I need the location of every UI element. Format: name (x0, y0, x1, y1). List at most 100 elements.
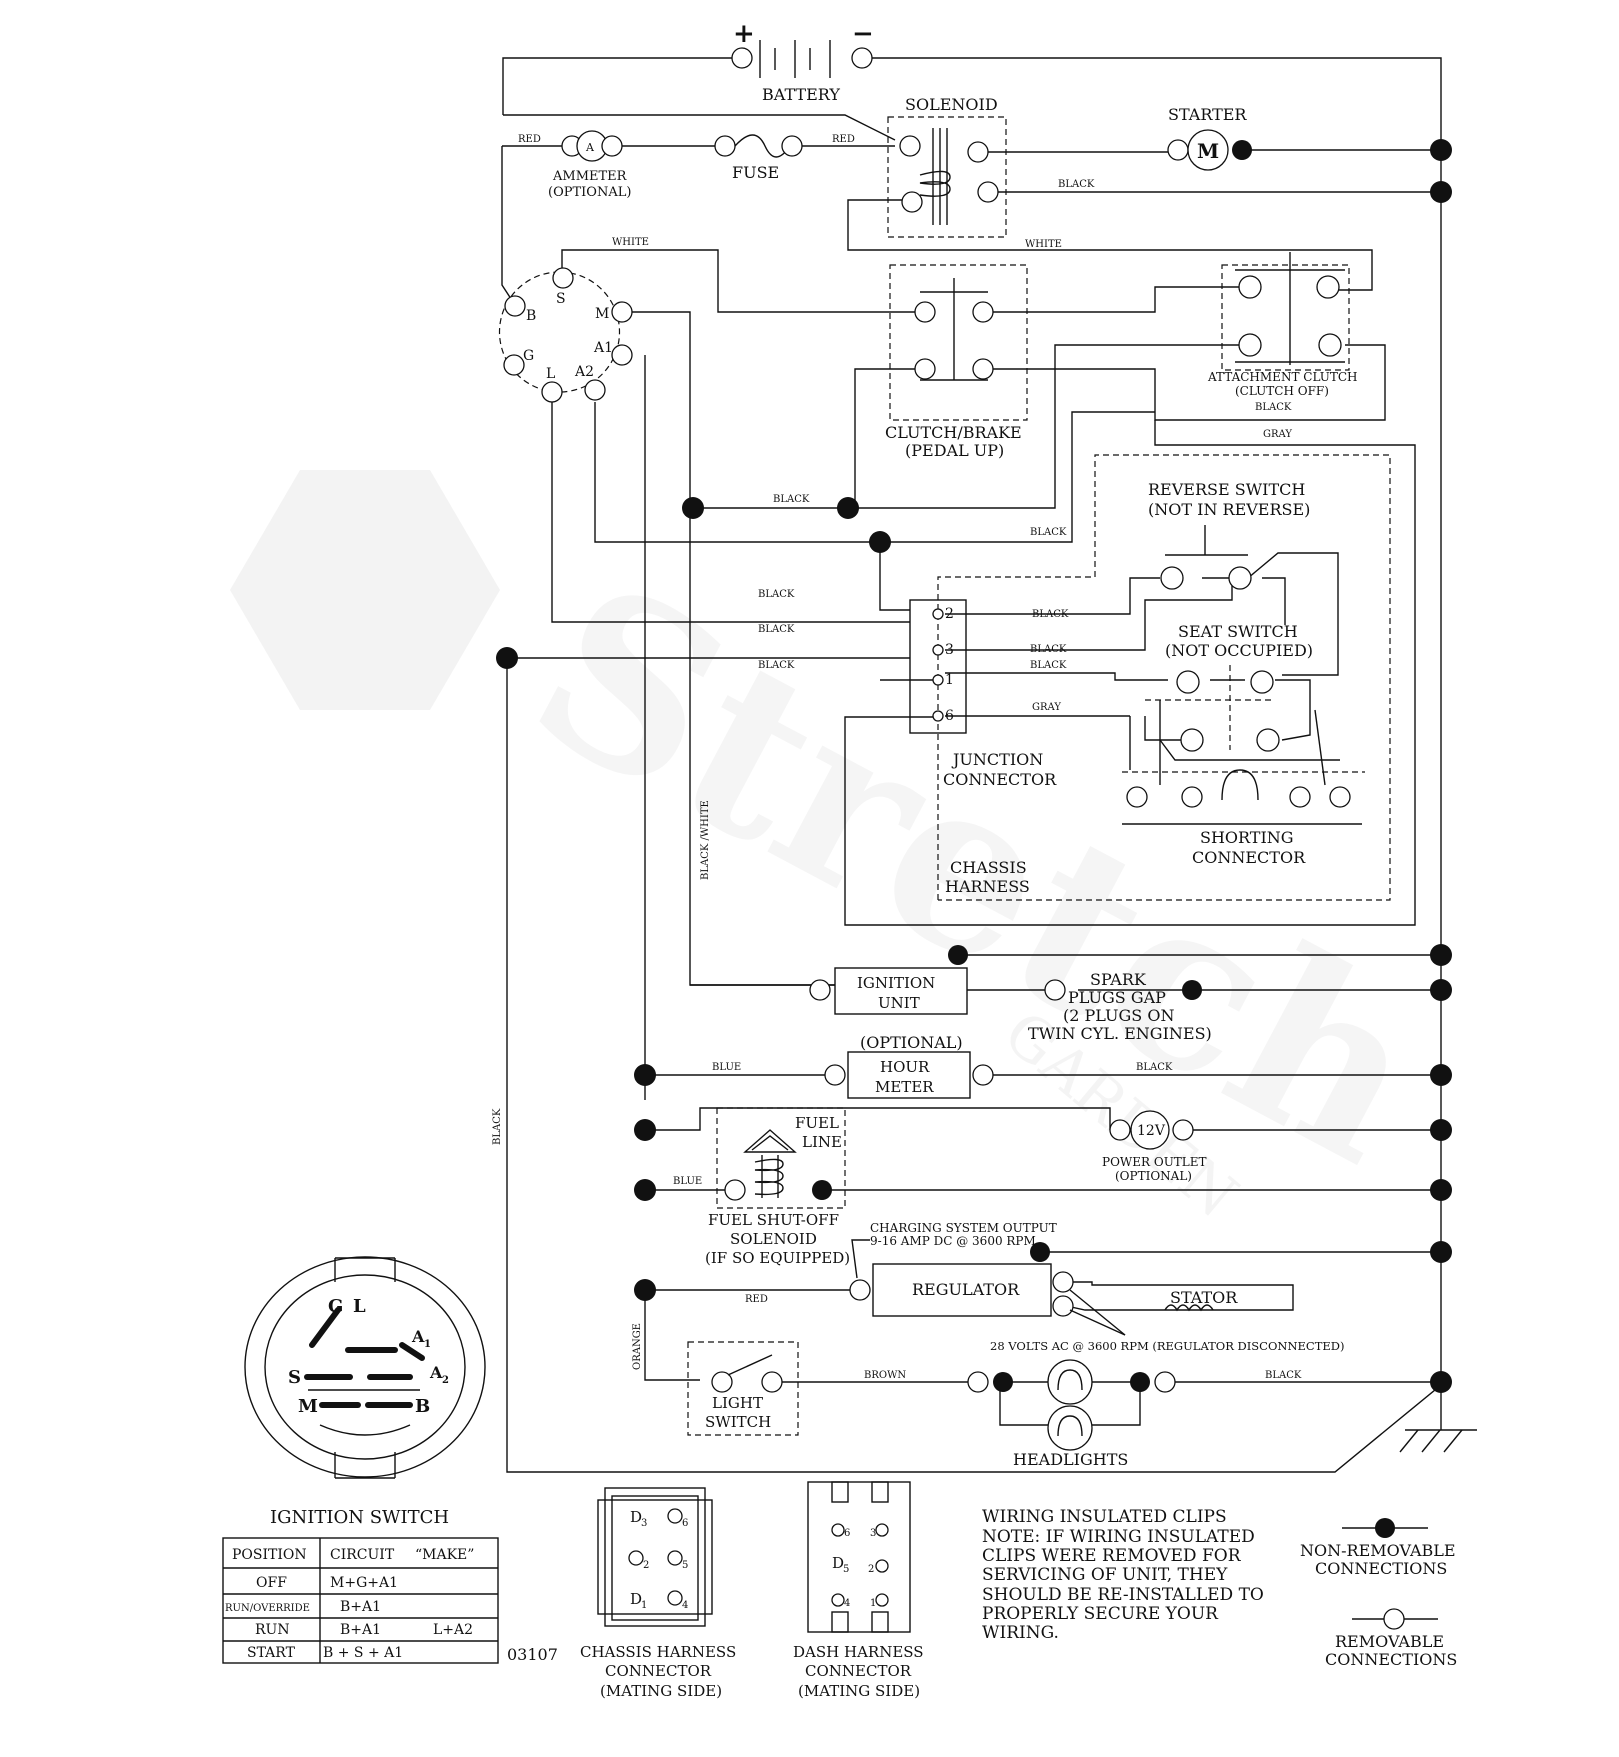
legend-removable-label: REMOVABLE (1335, 1632, 1444, 1651)
ammeter-optional-label: (OPTIONAL) (548, 185, 631, 200)
spark-plugs-engine-label: TWIN CYL. ENGINES) (1028, 1024, 1212, 1043)
starter-label: STARTER (1168, 105, 1247, 124)
wire-black-label: BLACK (1265, 1370, 1302, 1381)
table-row-circuit: B+A1 (340, 1622, 381, 1638)
chassis-pin-d1: D (630, 1590, 642, 1608)
junction-pin-1: 1 (945, 672, 954, 688)
ammeter-label: AMMETER (552, 169, 628, 184)
wires (501, 57, 1477, 1473)
note-line: NOTE: IF WIRING INSULATED (982, 1527, 1255, 1547)
table-header-make: “MAKE” (415, 1547, 474, 1563)
terminal-s-label: S (556, 291, 566, 307)
ignition-switch-face: G L A 1 S A 2 M B IGNITION SWITCH (244, 1256, 486, 1528)
solenoid-label: SOLENOID (905, 95, 998, 114)
power-outlet-label: POWER OUTLET (1102, 1155, 1207, 1169)
spark-plugs-label: SPARK (1090, 970, 1147, 989)
switch-face-s: S (288, 1367, 301, 1388)
junction-pin-3: 3 (945, 642, 954, 658)
dash-connector-side-label: (MATING SIDE) (798, 1682, 920, 1700)
switch-face-a1: A (411, 1327, 425, 1346)
hour-meter-label: HOUR (880, 1058, 930, 1076)
shorting-connector-label: SHORTING (1200, 828, 1294, 847)
wire-black-label: BLACK (758, 624, 795, 635)
wire-black-label: BLACK (1030, 527, 1067, 538)
clutch-brake-sub-label: (PEDAL UP) (905, 441, 1004, 460)
fuse: FUSE (714, 134, 803, 182)
wire-color-labels: RED RED BLACK WHITE WHITE BLACK GRAY BLA… (492, 134, 1302, 1381)
reverse-switch-label: REVERSE SWITCH (1148, 480, 1305, 499)
hour-meter: (OPTIONAL) HOUR METER (824, 1033, 994, 1099)
chassis-connector-label: CHASSIS HARNESS (580, 1643, 736, 1661)
table-header-circuit: CIRCUIT (330, 1547, 395, 1563)
shorting-connector-sub-label: CONNECTOR (1192, 848, 1306, 867)
stator-label: STATOR (1170, 1288, 1238, 1307)
attachment-clutch-sub-label: (CLUTCH OFF) (1235, 384, 1329, 398)
ammeter-icon: A (585, 141, 595, 154)
wire-orange-label: ORANGE (632, 1323, 643, 1370)
wire-black-label: BLACK (492, 1108, 503, 1145)
light-switch-label: LIGHT (712, 1394, 763, 1412)
fuse-label: FUSE (732, 163, 779, 182)
terminal-b-label: B (526, 308, 536, 324)
wire-blue-label: BLUE (673, 1176, 702, 1187)
battery: + − BATTERY (731, 19, 874, 104)
headlights: HEADLIGHTS (967, 1359, 1176, 1469)
wire-black-label: BLACK (773, 494, 810, 505)
clutch-brake-switch: CLUTCH/BRAKE (PEDAL UP) (885, 264, 1028, 460)
power-outlet: 12V POWER OUTLET (OPTIONAL) (1102, 1110, 1207, 1183)
solenoid: SOLENOID (887, 95, 1007, 238)
regulator: CHARGING SYSTEM OUTPUT 9-16 AMP DC @ 360… (849, 1221, 1074, 1317)
fuel-shutoff-solenoid: FUEL LINE FUEL SHUT-OFF SOLENOID (IF SO … (705, 1107, 850, 1267)
headlights-label: HEADLIGHTS (1013, 1450, 1128, 1469)
table-row-position: RUN/OVERRIDE (225, 1603, 310, 1614)
volts-ac-label: 28 VOLTS AC @ 3600 RPM (REGULATOR DISCON… (990, 1339, 1345, 1353)
switch-face-l: L (353, 1296, 366, 1317)
chassis-harness: CHASSIS HARNESS REVERSE SWITCH (NOT IN R… (937, 454, 1391, 901)
wire-black-label: BLACK (1058, 179, 1095, 190)
fuel-shutoff-label: FUEL SHUT-OFF (708, 1211, 839, 1229)
table-row-position: RUN (255, 1622, 290, 1638)
regulator-label: REGULATOR (912, 1280, 1020, 1299)
wire-red-label: RED (832, 134, 855, 145)
ignition-switch-title: IGNITION SWITCH (270, 1507, 449, 1528)
wire-black-label: BLACK (1030, 660, 1067, 671)
wire-red-label: RED (745, 1294, 768, 1305)
note-line: SHOULD BE RE-INSTALLED TO (982, 1585, 1264, 1605)
fuel-shutoff-solenoid-label: SOLENOID (730, 1230, 817, 1248)
junction-pin-6: 6 (945, 708, 954, 724)
chassis-pin-5: 5 (682, 1560, 688, 1571)
wire-white-label: WHITE (612, 237, 649, 248)
hour-meter-sub-label: METER (875, 1078, 934, 1096)
dash-connector-label: DASH HARNESS (793, 1643, 924, 1661)
reverse-switch-sub-label: (NOT IN REVERSE) (1148, 500, 1310, 519)
dash-pin-d5: D (832, 1554, 844, 1572)
charging-rating-label: 9-16 AMP DC @ 3600 RPM (870, 1234, 1036, 1248)
dash-pin-6: 6 (844, 1528, 850, 1539)
table-row-position: OFF (256, 1575, 287, 1591)
legend-nonremovable-sub-label: CONNECTIONS (1315, 1559, 1447, 1578)
note-line: WIRING. (982, 1623, 1059, 1643)
wire-black-label: BLACK (1255, 402, 1292, 413)
table-row-circuit: M+G+A1 (330, 1575, 398, 1591)
clutch-brake-label: CLUTCH/BRAKE (885, 423, 1022, 442)
dash-pin-4: 4 (844, 1598, 850, 1609)
note-title: WIRING INSULATED CLIPS (982, 1507, 1227, 1527)
terminal-a2-label: A2 (574, 364, 594, 380)
light-switch-sub-label: SWITCH (705, 1413, 771, 1431)
spark-plugs-gap-label: PLUGS GAP (1068, 988, 1166, 1007)
table-row-make: L+A2 (433, 1622, 473, 1638)
seat-switch-sub-label: (NOT OCCUPIED) (1165, 641, 1313, 660)
spark-plugs-count-label: (2 PLUGS ON (1063, 1006, 1174, 1025)
terminal-l-label: L (546, 366, 555, 382)
legend: NON-REMOVABLE CONNECTIONS REMOVABLE CONN… (1300, 1518, 1457, 1669)
battery-plus-sign: + (733, 19, 755, 49)
table-header-position: POSITION (232, 1547, 307, 1563)
wire-black-label: BLACK (1032, 609, 1069, 620)
watermark-logo-icon (230, 470, 500, 710)
switch-face-g: G (328, 1296, 343, 1317)
wire-brown-label: BROWN (864, 1370, 906, 1381)
chassis-pin-d3-sub: 3 (641, 1518, 647, 1529)
chassis-connector-side-label: (MATING SIDE) (600, 1682, 722, 1700)
legend-removable-sub-label: CONNECTIONS (1325, 1650, 1457, 1669)
